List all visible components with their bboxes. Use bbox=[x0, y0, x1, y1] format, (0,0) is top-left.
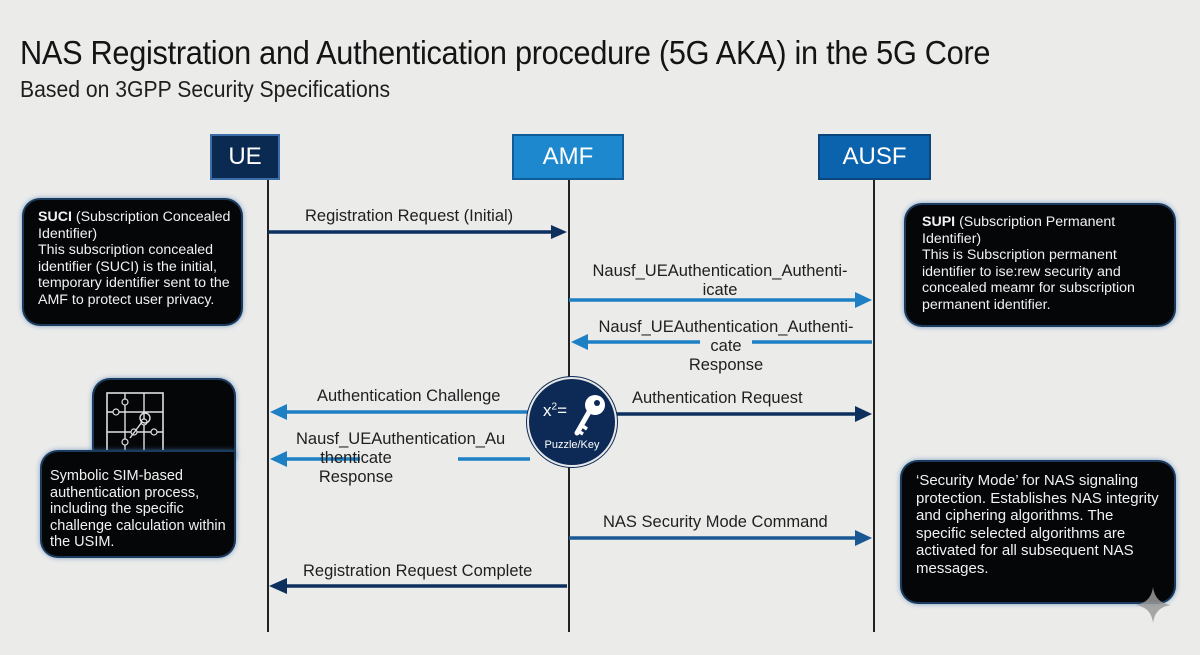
label-line: thenticate bbox=[320, 449, 392, 467]
label-line: Nausf_UEAuthentication_Au bbox=[296, 430, 506, 448]
callout-body: This is Subscription permanent identifie… bbox=[922, 247, 1135, 313]
label-line: Response bbox=[688, 356, 764, 374]
label-line: cate bbox=[710, 337, 742, 355]
callout-heading-rest: (Subscription Permanent Identifier) bbox=[922, 214, 1116, 247]
label-line: Response bbox=[318, 468, 394, 486]
arrow-registration-request bbox=[268, 225, 567, 239]
label-line: Nausf_UEAuthentication_Authenti- bbox=[598, 318, 854, 336]
label-nausf-response-to-ue: Nausf_UEAuthentication_Au thenticate Res… bbox=[296, 430, 526, 487]
actor-ausf: AUSF bbox=[818, 134, 931, 180]
equation: x2= bbox=[543, 401, 567, 420]
page-subtitle: Based on 3GPP Security Specifications bbox=[20, 76, 391, 102]
puzzle-icon bbox=[106, 392, 164, 452]
label-authentication-request: Authentication Request bbox=[632, 389, 803, 407]
actor-amf: AMF bbox=[512, 134, 624, 180]
callout-sim-top bbox=[94, 380, 234, 458]
label-registration-request: Registration Request (Initial) bbox=[305, 207, 514, 225]
label-line: icate bbox=[702, 281, 738, 299]
puzzle-key-badge: x2= Puzzle/Key bbox=[527, 377, 617, 467]
label-line: Nausf_UEAuthentication_Authenti- bbox=[592, 262, 848, 280]
sparkle-icon bbox=[1135, 587, 1171, 623]
label-registration-complete: Registration Request Complete bbox=[303, 562, 533, 580]
arrow-nas-security-mode-command bbox=[569, 530, 872, 546]
callout-sim: Symbolic SIM-based authentication proces… bbox=[42, 452, 234, 556]
arrow-nausf-authenticate-response bbox=[571, 334, 872, 350]
callout-body: Symbolic SIM-based authentication proces… bbox=[50, 468, 226, 550]
page-title: NAS Registration and Authentication proc… bbox=[20, 34, 991, 71]
key-icon bbox=[574, 395, 605, 436]
callout-heading-rest: (Subscription Concealed Identifier) bbox=[38, 209, 231, 242]
lifeline-ausf bbox=[873, 180, 875, 632]
label-authentication-challenge: Authentication Challenge bbox=[317, 387, 501, 405]
arrow-nausf-response-to-ue bbox=[270, 451, 530, 467]
callout-suci: SUCI (Subscription Concealed Identifier)… bbox=[24, 200, 241, 324]
label-nas-security-mode-command: NAS Security Mode Command bbox=[603, 513, 828, 531]
callout-body: ‘Security Mode’ for NAS signaling protec… bbox=[916, 472, 1159, 577]
arrow-authentication-challenge bbox=[270, 404, 528, 420]
callout-heading: SUCI bbox=[38, 209, 72, 225]
callout-heading: SUPI bbox=[922, 214, 956, 230]
callout-body: This subscription concealed identifier (… bbox=[38, 242, 230, 308]
arrow-authentication-request bbox=[605, 406, 872, 422]
lifeline-ue bbox=[267, 180, 269, 632]
callout-supi: SUPI (Subscription Permanent Identifier)… bbox=[906, 205, 1174, 325]
actor-ue: UE bbox=[210, 134, 280, 180]
arrow-registration-complete bbox=[269, 578, 567, 594]
label-nausf-authenticate-response: Nausf_UEAuthentication_Authenti- cate Re… bbox=[586, 318, 866, 375]
arrow-nausf-authenticate bbox=[569, 292, 872, 308]
label-nausf-authenticate: Nausf_UEAuthentication_Authenti- icate bbox=[580, 262, 860, 300]
badge-label: Puzzle/Key bbox=[544, 439, 600, 451]
callout-security-mode: ‘Security Mode’ for NAS signaling protec… bbox=[902, 462, 1174, 602]
